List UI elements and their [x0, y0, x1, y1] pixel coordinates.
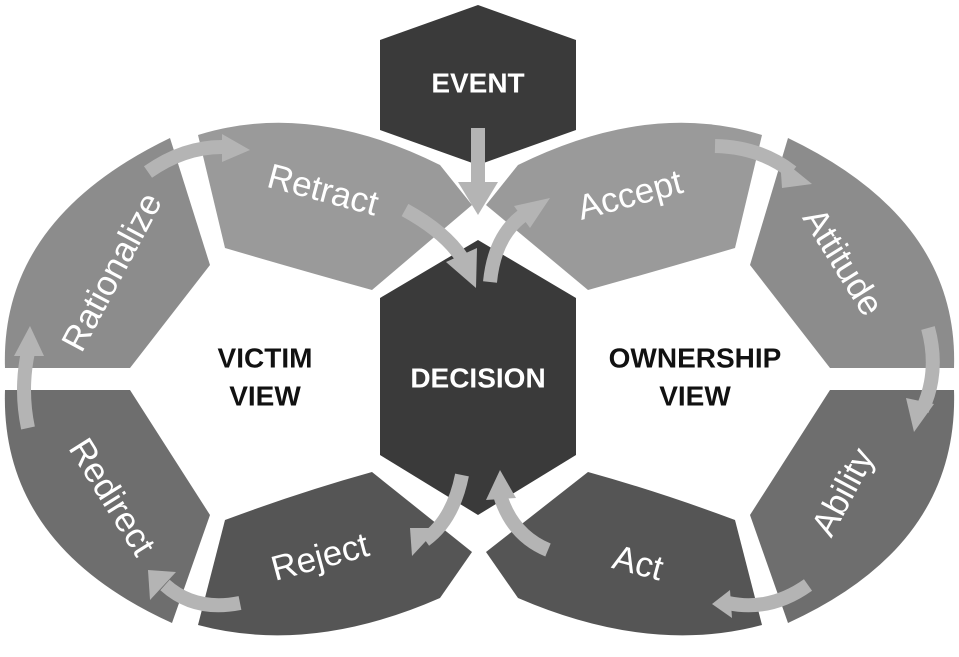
- arrowhead-attitude-to-ability: [906, 398, 934, 432]
- arrowhead-decision-to-accept: [514, 198, 550, 228]
- arrowhead-ability-to-act: [712, 590, 732, 618]
- ownership-view-label-line2: VIEW: [659, 381, 731, 412]
- event-label: EVENT: [431, 68, 524, 99]
- arrow-act-to-decision: [493, 492, 551, 557]
- ownership-view-label-line1: OWNERSHIP: [609, 343, 782, 374]
- arrow-retract-to-decision: [401, 203, 468, 262]
- arrowhead-act-to-decision: [486, 470, 516, 500]
- arrowhead-retract-to-decision: [446, 248, 477, 288]
- decision-hexagon: [380, 240, 576, 515]
- segment-redirect: [4, 390, 210, 623]
- arrow-ability-to-act: [726, 579, 813, 613]
- segment-retract: [198, 122, 472, 290]
- segment-accept: [486, 122, 762, 290]
- arrow-reject-to-redirect: [160, 579, 242, 613]
- arrowhead-accept-to-attitude: [780, 158, 812, 188]
- arrowhead-rationalize-to-retract: [222, 134, 250, 162]
- segment-rationalize: [4, 138, 210, 368]
- arrowhead-reject-to-redirect: [148, 570, 176, 600]
- victim-view-label-line1: VICTIM: [218, 343, 313, 374]
- arrowhead-redirect-to-rationalize: [14, 326, 44, 356]
- segment-reject: [198, 472, 472, 636]
- arrowhead-decision-to-reject: [410, 528, 438, 556]
- decision-label: DECISION: [410, 363, 545, 394]
- segment-act: [486, 472, 762, 636]
- segment-attitude: [750, 138, 955, 368]
- arrowhead-event-to-decision: [458, 182, 498, 215]
- arrow-redirect-to-rationalize: [17, 350, 35, 430]
- victim-view-label-line2: VIEW: [229, 381, 301, 412]
- event-hexagon: [380, 5, 576, 165]
- arrow-rationalize-to-retract: [143, 139, 226, 178]
- segment-ability: [750, 390, 955, 623]
